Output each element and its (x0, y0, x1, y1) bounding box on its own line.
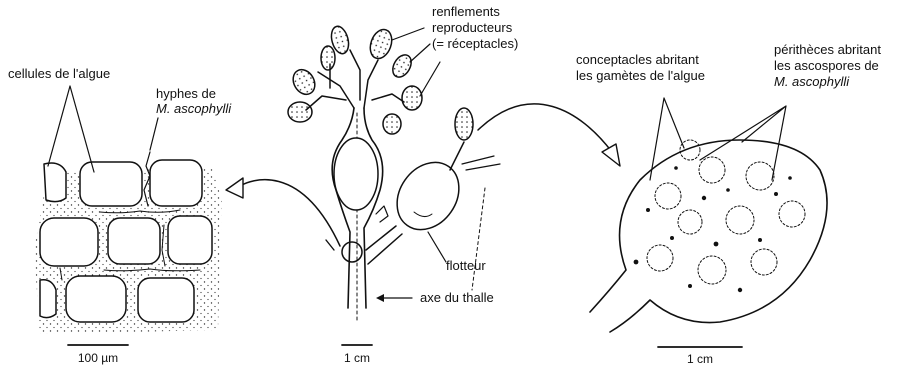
conceptacle (699, 157, 725, 183)
label-conceptacles-line1: conceptacles abritant (576, 52, 699, 68)
conceptacle (746, 162, 774, 190)
perithecium (674, 166, 678, 170)
conceptacle (779, 201, 805, 227)
receptacle-outline (590, 140, 827, 332)
conceptacle (678, 210, 702, 234)
label-perithecia-line3: M. ascophylli (774, 74, 849, 90)
conceptacle (698, 256, 726, 284)
float (384, 150, 471, 241)
label-perithecia-line2: les ascospores de (774, 58, 879, 74)
leader-line-float (428, 232, 446, 262)
receptacle (455, 108, 473, 140)
conceptacle (647, 245, 673, 271)
scale-label-left: 100 µm (68, 351, 128, 365)
algal-cell (66, 276, 126, 322)
side-branch (450, 142, 464, 170)
receptacle (383, 114, 401, 134)
algal-cell (150, 160, 202, 206)
algal-cell (108, 218, 160, 264)
receptacle (402, 86, 422, 110)
label-receptacles-line3: (= réceptacles) (432, 36, 518, 52)
perithecium (634, 260, 639, 265)
arrow-to-receptacle (478, 104, 612, 152)
algal-cell (168, 216, 212, 264)
perithecium (670, 236, 674, 240)
float (334, 138, 378, 210)
perithecium (738, 288, 742, 292)
side-branch (326, 240, 334, 250)
side-branch (462, 156, 500, 170)
arrow-to-tissue (240, 180, 340, 246)
tissue-section (34, 152, 222, 334)
perithecium (714, 242, 719, 247)
receptacle (389, 52, 415, 81)
highlight-circle (342, 242, 362, 262)
leader-line-cells (48, 86, 94, 172)
scale-label-middle: 1 cm (332, 351, 382, 365)
scale-label-right: 1 cm (675, 352, 725, 366)
perithecium (788, 176, 792, 180)
side-branch (366, 226, 402, 264)
perithecium (688, 284, 692, 288)
main-axis (364, 108, 383, 308)
axis-dashed-line (472, 188, 485, 290)
label-thallus-axis: axe du thalle (420, 290, 494, 306)
branch (306, 94, 404, 110)
seaweed-thallus (288, 24, 500, 320)
algal-cell (138, 278, 194, 322)
perithecium (702, 196, 706, 200)
algal-cell (44, 163, 66, 202)
branch (350, 50, 360, 100)
perithecium (774, 192, 778, 196)
arrowhead-left (226, 178, 243, 198)
algal-cell (40, 280, 56, 318)
perithecium (646, 208, 650, 212)
label-hyphae-line2: M. ascophylli (156, 101, 231, 117)
algal-cell (40, 218, 98, 266)
receptacle (366, 26, 395, 61)
label-hyphae-line1: hyphes de (156, 86, 216, 102)
receptacle (288, 102, 312, 122)
perithecium (726, 188, 730, 192)
conceptacle (655, 183, 681, 209)
leader-line-hyphae (150, 118, 158, 150)
conceptacle (726, 206, 754, 234)
label-algal-cells: cellules de l'algue (8, 66, 110, 82)
side-branch (376, 206, 388, 222)
algal-cell (80, 162, 142, 206)
label-float: flotteur (446, 258, 486, 274)
receptacle-section (590, 140, 827, 332)
receptacle (321, 46, 335, 70)
conceptacle (751, 249, 777, 275)
perithecium (758, 238, 762, 242)
label-perithecia-line1: périthèces abritant (774, 42, 881, 58)
label-receptacles-line1: renflements (432, 4, 500, 20)
label-conceptacles-line2: les gamètes de l'algue (576, 68, 705, 84)
label-receptacles-line2: reproducteurs (432, 20, 512, 36)
receptacle (289, 66, 319, 99)
arrowhead-right (602, 144, 620, 166)
